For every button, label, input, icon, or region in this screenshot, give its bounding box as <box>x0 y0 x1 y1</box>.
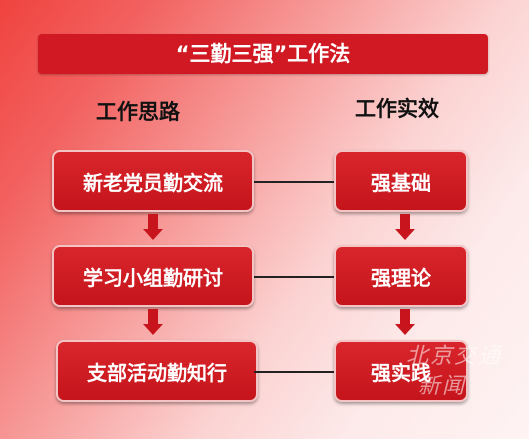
right-box-1-label: 强基础 <box>371 170 431 195</box>
right-box-2: 强理论 <box>334 245 468 307</box>
left-box-1-label: 新老党员勤交流 <box>83 170 223 195</box>
right-box-3: 强实践 <box>334 340 468 402</box>
left-column-header: 工作思路 <box>96 100 180 124</box>
connector-line-2 <box>254 276 334 278</box>
connector-line-1 <box>254 181 334 183</box>
left-box-2-label: 学习小组勤研讨 <box>83 265 223 290</box>
right-box-1: 强基础 <box>334 150 468 212</box>
diagram-title: “三勤三强”工作法 <box>38 34 488 74</box>
left-box-2: 学习小组勤研讨 <box>52 245 254 307</box>
left-box-1: 新老党员勤交流 <box>52 150 254 212</box>
left-box-3: 支部活动勤知行 <box>56 340 258 402</box>
left-box-3-label: 支部活动勤知行 <box>87 360 227 385</box>
connector-line-3 <box>254 371 334 373</box>
right-box-3-label: 强实践 <box>371 360 431 385</box>
right-box-2-label: 强理论 <box>371 265 431 290</box>
right-column-header: 工作实效 <box>355 97 439 121</box>
